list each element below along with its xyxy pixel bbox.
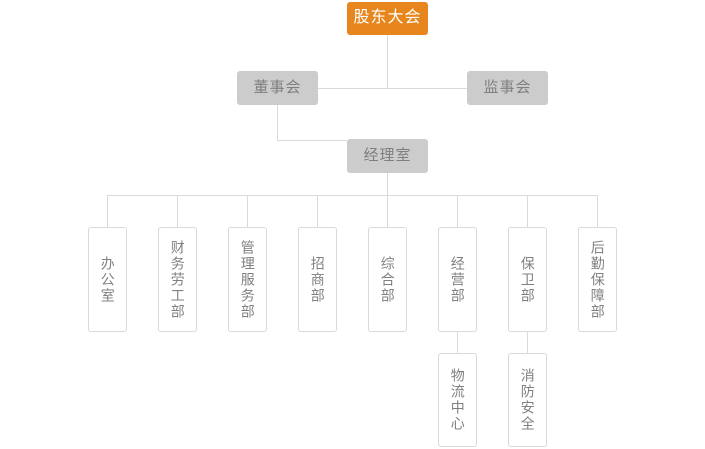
connector-board-to-manager xyxy=(277,140,347,141)
connector-level2-bar xyxy=(318,88,467,89)
node-department-general[interactable]: 综合部 xyxy=(368,227,407,332)
connector-subunit-drop-1 xyxy=(457,332,458,353)
connector-department-drop-1 xyxy=(107,195,108,227)
node-shareholders-meeting[interactable]: 股东大会 xyxy=(347,2,428,35)
connector-manager-down xyxy=(387,173,388,195)
node-department-office[interactable]: 办公室 xyxy=(88,227,127,332)
connector-department-drop-7 xyxy=(527,195,528,227)
node-department-management-service[interactable]: 管理服务部 xyxy=(228,227,267,332)
node-department-operations[interactable]: 经营部 xyxy=(438,227,477,332)
connector-department-drop-2 xyxy=(177,195,178,227)
connector-department-bar xyxy=(107,195,597,196)
connector-department-drop-6 xyxy=(457,195,458,227)
node-board-of-supervisors[interactable]: 监事会 xyxy=(467,71,548,105)
node-subunit-logistics-center[interactable]: 物流中心 xyxy=(438,353,477,447)
node-managers-office[interactable]: 经理室 xyxy=(347,139,428,173)
node-department-logistics-support[interactable]: 后勤保障部 xyxy=(578,227,617,332)
node-department-security[interactable]: 保卫部 xyxy=(508,227,547,332)
connector-department-drop-3 xyxy=(247,195,248,227)
connector-department-drop-4 xyxy=(317,195,318,227)
node-board-of-directors[interactable]: 董事会 xyxy=(237,71,318,105)
connector-subunit-drop-2 xyxy=(527,332,528,353)
connector-root-down xyxy=(387,35,388,88)
node-department-finance-labor[interactable]: 财务劳工部 xyxy=(158,227,197,332)
connector-department-drop-5 xyxy=(387,195,388,227)
connector-department-drop-8 xyxy=(597,195,598,227)
connector-board-down xyxy=(277,105,278,140)
node-subunit-fire-safety[interactable]: 消防安全 xyxy=(508,353,547,447)
node-department-investment[interactable]: 招商部 xyxy=(298,227,337,332)
